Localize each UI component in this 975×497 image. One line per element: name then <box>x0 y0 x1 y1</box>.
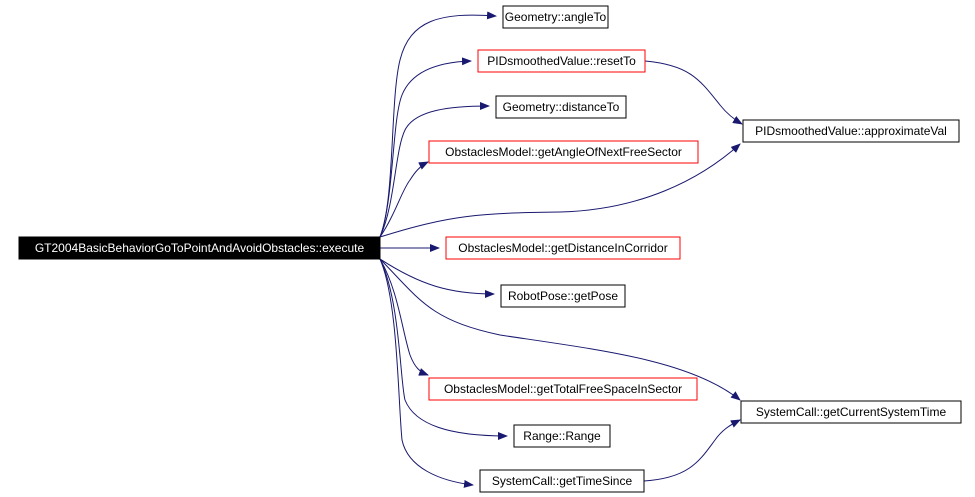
node-n4[interactable]: ObstaclesModel::getAngleOfNextFreeSector <box>428 140 699 164</box>
node-n1[interactable]: Geometry::angleTo <box>502 5 609 29</box>
edge-root-n8 <box>379 258 429 376</box>
node-box <box>428 140 699 164</box>
node-box <box>513 424 611 448</box>
node-box <box>740 400 962 424</box>
node-label: Geometry::angleTo <box>505 10 607 24</box>
edge-root-n3 <box>379 102 490 238</box>
node-label: PIDsmoothedValue::resetTo <box>487 54 636 68</box>
node-box <box>500 284 626 308</box>
node-label: RobotPose::getPose <box>508 289 618 303</box>
node-box <box>477 49 646 73</box>
root-node-box <box>18 236 381 260</box>
edge-root-n9 <box>379 258 741 401</box>
edge-root-n7 <box>379 258 495 298</box>
edge-root-n2 <box>379 57 472 238</box>
node-label: Range::Range <box>523 429 601 443</box>
node-n8[interactable]: ObstaclesModel::getTotalFreeSpaceInSecto… <box>428 377 698 401</box>
node-box <box>445 236 681 260</box>
node-box <box>502 5 609 29</box>
node-n5[interactable]: PIDsmoothedValue::approximateVal <box>742 119 960 143</box>
node-box <box>742 119 960 143</box>
node-n3[interactable]: Geometry::distanceTo <box>495 95 627 119</box>
node-n6[interactable]: ObstaclesModel::getDistanceInCorridor <box>445 236 681 260</box>
edge-n11-n9 <box>643 419 741 482</box>
nodes-layer: GT2004BasicBehaviorGoToPointAndAvoidObst… <box>18 5 962 493</box>
node-n11[interactable]: SystemCall::getTimeSince <box>479 469 645 493</box>
node-box <box>479 469 645 493</box>
node-box <box>495 95 627 119</box>
node-n2[interactable]: PIDsmoothedValue::resetTo <box>477 49 646 73</box>
node-box <box>428 377 698 401</box>
node-n7[interactable]: RobotPose::getPose <box>500 284 626 308</box>
node-label: ObstaclesModel::getDistanceInCorridor <box>458 241 667 255</box>
edge-root-n4 <box>379 161 429 238</box>
root-node-label: GT2004BasicBehaviorGoToPointAndAvoidObst… <box>35 241 365 255</box>
root-node[interactable]: GT2004BasicBehaviorGoToPointAndAvoidObst… <box>18 236 381 260</box>
edge-root-n5 <box>379 143 741 238</box>
edge-root-n10 <box>379 258 508 440</box>
node-label: ObstaclesModel::getTotalFreeSpaceInSecto… <box>444 382 682 396</box>
node-n10[interactable]: Range::Range <box>513 424 611 448</box>
node-label: SystemCall::getTimeSince <box>492 474 633 488</box>
edge-root-n11 <box>379 258 474 488</box>
edge-n2-n5 <box>644 60 743 125</box>
node-n9[interactable]: SystemCall::getCurrentSystemTime <box>740 400 962 424</box>
edges-layer <box>379 11 743 488</box>
node-label: ObstaclesModel::getAngleOfNextFreeSector <box>445 145 682 159</box>
node-label: SystemCall::getCurrentSystemTime <box>756 405 947 419</box>
node-label: PIDsmoothedValue::approximateVal <box>755 124 947 138</box>
node-label: Geometry::distanceTo <box>503 100 620 114</box>
